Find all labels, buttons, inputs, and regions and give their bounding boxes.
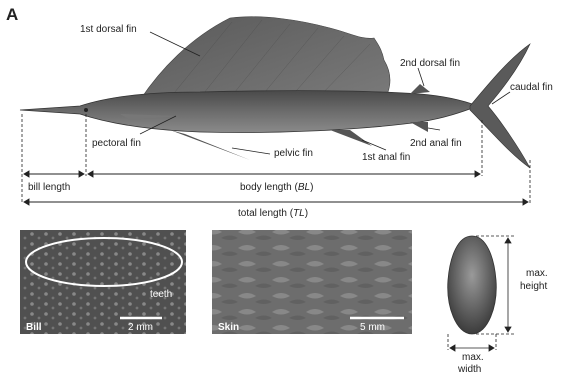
panel-letter: A <box>6 5 18 24</box>
first-anal-fin-shape <box>330 130 372 146</box>
body-length-prefix: body length ( <box>240 182 298 193</box>
cross-section-panel: max. height max. width <box>448 236 548 375</box>
label-bill-length: bill length <box>28 182 70 193</box>
label-bill-scale: 2 mm <box>128 322 153 333</box>
label-body-length: body length (BL) <box>240 182 313 193</box>
eye <box>84 108 88 112</box>
label-max-height-1: max. <box>526 268 548 279</box>
fish-body <box>20 91 478 133</box>
skin-photo-panel: Skin 5 mm <box>212 230 412 334</box>
label-skin-scale: 5 mm <box>360 322 385 333</box>
label-second-dorsal-fin: 2nd dorsal fin <box>400 58 460 69</box>
body-cross-section <box>448 236 497 334</box>
label-bill-panel: Bill <box>26 322 42 333</box>
total-length-suffix: ) <box>305 208 308 219</box>
total-length-abbr: TL <box>293 208 305 219</box>
body-length-suffix: ) <box>310 182 313 193</box>
pelvic-fin-shape <box>170 130 250 160</box>
label-skin-panel: Skin <box>218 322 239 333</box>
label-caudal-fin: caudal fin <box>510 82 553 93</box>
label-pectoral-fin: pectoral fin <box>92 138 141 149</box>
second-anal-fin-shape <box>410 122 428 132</box>
label-first-anal-fin: 1st anal fin <box>362 152 410 163</box>
second-dorsal-fin-shape <box>410 84 430 94</box>
caudal-fin-shape <box>470 44 530 168</box>
label-total-length: total length (TL) <box>238 208 308 219</box>
label-max-height-2: height <box>520 281 547 292</box>
bill-photo-panel: teeth Bill 2 mm <box>20 230 186 334</box>
label-pelvic-fin: pelvic fin <box>274 148 313 159</box>
label-teeth: teeth <box>150 289 172 300</box>
total-length-prefix: total length ( <box>238 208 294 219</box>
label-first-dorsal-fin: 1st dorsal fin <box>80 24 137 35</box>
label-max-width-2: width <box>457 364 481 375</box>
first-dorsal-fin-shape <box>140 17 390 100</box>
body-length-abbr: BL <box>298 182 310 193</box>
label-max-width-1: max. <box>462 352 484 363</box>
label-second-anal-fin: 2nd anal fin <box>410 138 462 149</box>
